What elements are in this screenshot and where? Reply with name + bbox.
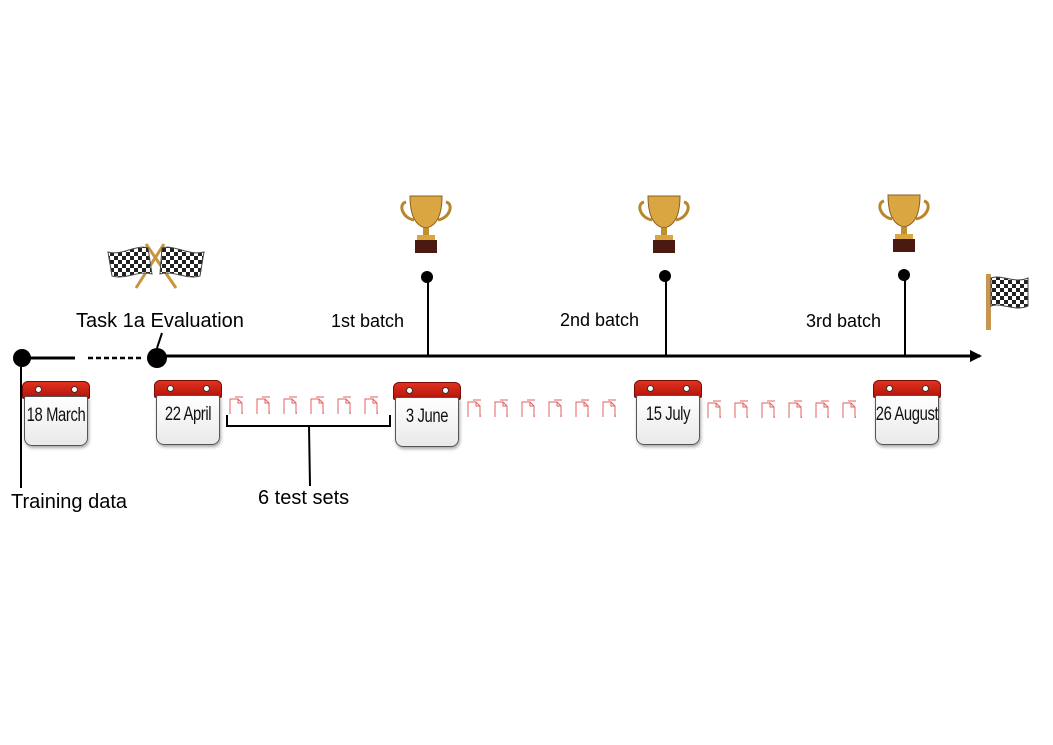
test-sets-group-3: [707, 400, 869, 422]
checkered-flags-icon: [107, 243, 205, 289]
document-icon: [494, 399, 508, 417]
document-icon: [337, 396, 351, 414]
document-icon: [842, 400, 856, 418]
date-label: 18 March: [26, 405, 86, 426]
eval-pointer: [156, 332, 163, 349]
document-icon: [734, 400, 748, 418]
batch-dot-2: [659, 270, 671, 282]
trophy-icon: [638, 195, 690, 253]
eval-dot: [147, 348, 167, 368]
test-sets-group-1: [229, 396, 391, 418]
batch-dot-3: [898, 269, 910, 281]
batch-label-1: 1st batch: [331, 311, 405, 331]
batch-label-3: 3rd batch: [806, 311, 882, 331]
date-label: 22 April: [164, 404, 212, 425]
document-icon: [310, 396, 324, 414]
calendar-icon: 18 March: [22, 381, 90, 447]
trophy-icon: [878, 194, 930, 252]
calendar-icon: 26 August: [873, 380, 941, 446]
document-icon: [602, 399, 616, 417]
test-sets-bracket: [226, 415, 391, 427]
date-label: 15 July: [645, 404, 691, 425]
document-icon: [761, 400, 775, 418]
batch-dot-1: [421, 271, 433, 283]
document-icon: [229, 396, 243, 414]
calendar-icon: 15 July: [634, 380, 702, 446]
document-icon: [788, 400, 802, 418]
document-icon: [364, 396, 378, 414]
document-icon: [548, 399, 562, 417]
calendar-icon: 22 April: [154, 380, 222, 446]
document-icon: [575, 399, 589, 417]
batch-label-2: 2nd batch: [560, 310, 640, 330]
date-label: 26 August: [875, 404, 939, 425]
finish-flag-icon: [986, 274, 1029, 330]
document-icon: [256, 396, 270, 414]
test-sets-group-2: [467, 399, 629, 421]
document-icon: [815, 400, 829, 418]
date-label: 3 June: [405, 406, 449, 427]
document-icon: [467, 399, 481, 417]
eval-label: Task 1a Evaluation: [76, 310, 244, 332]
document-icon: [707, 400, 721, 418]
start-dot: [13, 349, 31, 367]
training-data-label: Training data: [11, 491, 127, 513]
test-sets-pointer: [308, 425, 311, 487]
document-icon: [283, 396, 297, 414]
document-icon: [521, 399, 535, 417]
test-sets-label: 6 test sets: [258, 487, 350, 509]
calendar-icon: 3 June: [393, 382, 461, 448]
trophy-icon: [400, 195, 452, 253]
